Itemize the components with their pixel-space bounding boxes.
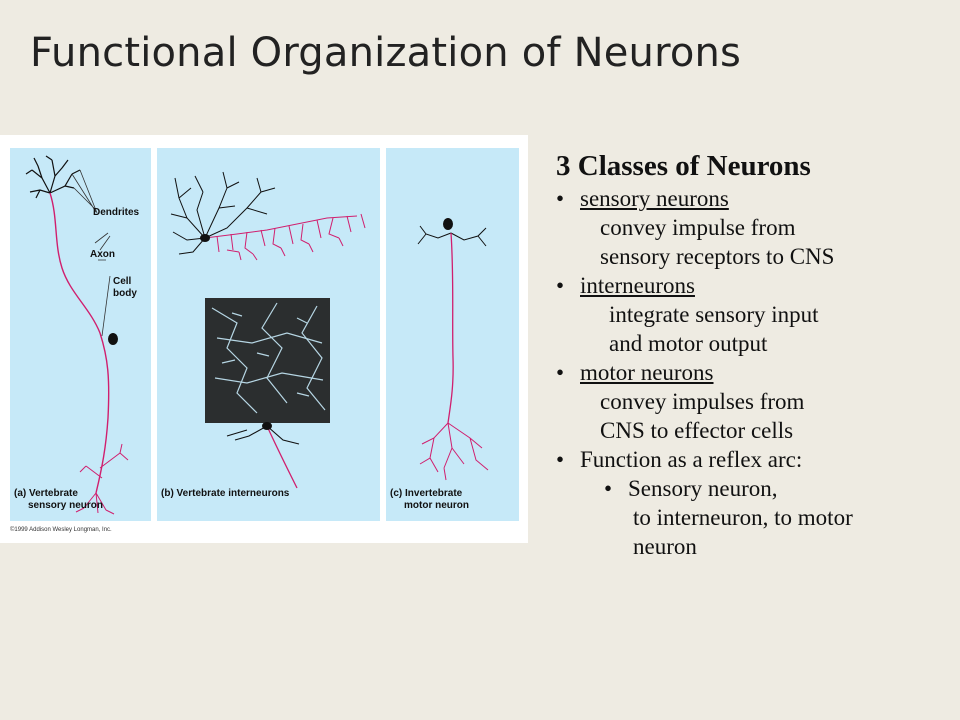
bullet-icon: • — [556, 273, 565, 298]
bullet-icon: • — [604, 476, 613, 501]
sub-bullet-text: Sensory neuron, — [628, 476, 778, 501]
label-axon: Axon — [90, 249, 115, 260]
term-sensory: sensory neurons — [580, 186, 729, 211]
sub-line-3: neuron — [633, 534, 697, 559]
neuron-figure: Dendrites Axon Cell body (a) Vertebrate … — [0, 135, 528, 543]
bullet-icon: • — [556, 447, 565, 472]
bullet-interneurons: • interneurons — [556, 271, 853, 300]
sub-bullet-sensory: • Sensory neuron, — [556, 474, 853, 503]
label-cell-line1: Cell — [113, 276, 132, 287]
bullet-icon: • — [556, 186, 565, 211]
desc-sensory-1: convey impulse from — [600, 215, 796, 240]
desc-interneurons-1: integrate sensory input — [609, 302, 819, 327]
caption-b: (b) Vertebrate interneurons — [161, 488, 290, 499]
bullet-motor: • motor neurons — [556, 358, 853, 387]
term-interneurons: interneurons — [580, 273, 695, 298]
panel-motor-neuron: (c) Invertebrate motor neuron — [386, 148, 519, 521]
caption-c-line1: (c) Invertebrate — [390, 488, 463, 499]
desc-sensory-2: sensory receptors to CNS — [600, 244, 835, 269]
neuron-classes-text: 3 Classes of Neurons • sensory neurons co… — [556, 148, 853, 561]
term-motor: motor neurons — [580, 360, 714, 385]
bullet-reflex: • Function as a reflex arc: — [556, 445, 853, 474]
reflex-text: Function as a reflex arc: — [580, 447, 803, 472]
desc-motor-2: CNS to effector cells — [600, 418, 794, 443]
classes-heading: 3 Classes of Neurons — [556, 150, 811, 182]
caption-c-line2: motor neuron — [404, 500, 469, 511]
desc-interneurons-2: and motor output — [609, 331, 768, 356]
copyright-text: ©1999 Addison Wesley Longman, Inc. — [10, 527, 112, 533]
sensory-neuron-drawing — [25, 155, 129, 515]
desc-motor-1: convey impulses from — [600, 389, 805, 414]
panel-sensory-neuron: Dendrites Axon Cell body (a) Vertebrate … — [10, 148, 151, 521]
label-cell-line2: body — [113, 288, 137, 299]
interneurons-drawing — [170, 171, 366, 489]
panel-interneurons: (b) Vertebrate interneurons — [157, 148, 380, 521]
bullet-icon: • — [556, 360, 565, 385]
sub-line-2: to interneuron, to motor — [633, 505, 853, 530]
motor-neuron-drawing — [417, 218, 489, 481]
caption-a-line2: sensory neuron — [28, 500, 104, 511]
label-dendrites: Dendrites — [93, 207, 140, 218]
slide-title: Functional Organization of Neurons — [30, 30, 742, 76]
caption-a-line1: (a) Vertebrate — [14, 488, 78, 499]
bullet-sensory: • sensory neurons — [556, 184, 853, 213]
